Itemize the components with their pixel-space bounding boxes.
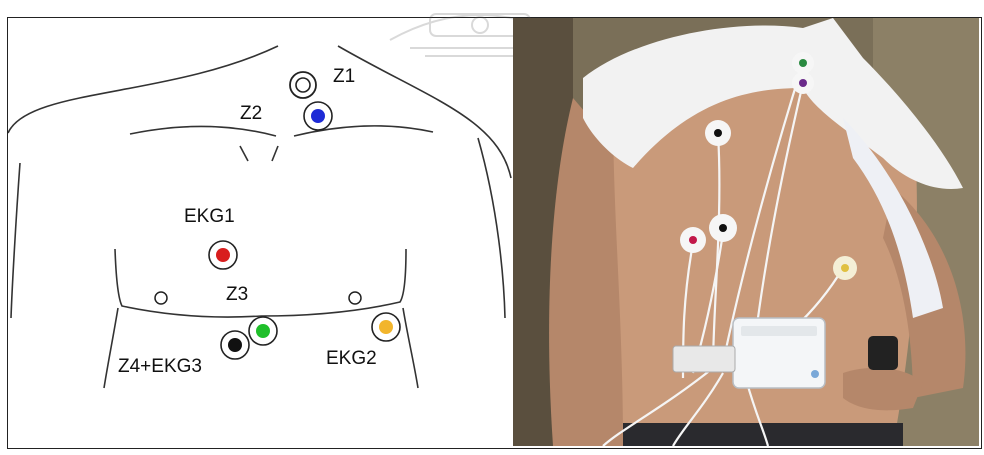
z4-ekg3-label: Z4+EKG3 xyxy=(118,356,202,377)
ekg2-label: EKG2 xyxy=(326,348,377,369)
z4-ekg3-electrode xyxy=(221,331,249,359)
ekg2-electrode xyxy=(372,313,400,341)
right-side-marker xyxy=(349,292,361,304)
z2-dot xyxy=(311,109,325,123)
photo-electrode-chest xyxy=(705,120,731,146)
pants xyxy=(623,423,903,446)
ekg1-label: EKG1 xyxy=(184,206,235,227)
photo-electrode-sternum-1 xyxy=(709,214,737,242)
wristwatch xyxy=(868,336,898,370)
z1-electrode xyxy=(290,72,316,98)
photo-electrode-top-1 xyxy=(792,52,814,74)
left-side-marker xyxy=(155,292,167,304)
photo-electrode-side xyxy=(833,256,857,280)
z2-label: Z2 xyxy=(240,103,262,124)
holter-monitor-photo xyxy=(513,18,979,446)
cable-connector xyxy=(673,346,735,372)
z1-label: Z1 xyxy=(333,66,355,87)
photo-electrode-sternum-2 xyxy=(680,227,706,253)
electrode-placement-diagram: Z1 Z2 EKG1 Z3 Z4+EKG3 EKG2 xyxy=(8,18,513,446)
holter-recorder-device xyxy=(733,318,825,388)
z3-electrode xyxy=(249,317,277,345)
ekg1-electrode xyxy=(209,241,237,269)
photo-electrode-top-2 xyxy=(792,72,814,94)
z3-label: Z3 xyxy=(226,284,248,305)
z2-electrode xyxy=(304,102,332,130)
